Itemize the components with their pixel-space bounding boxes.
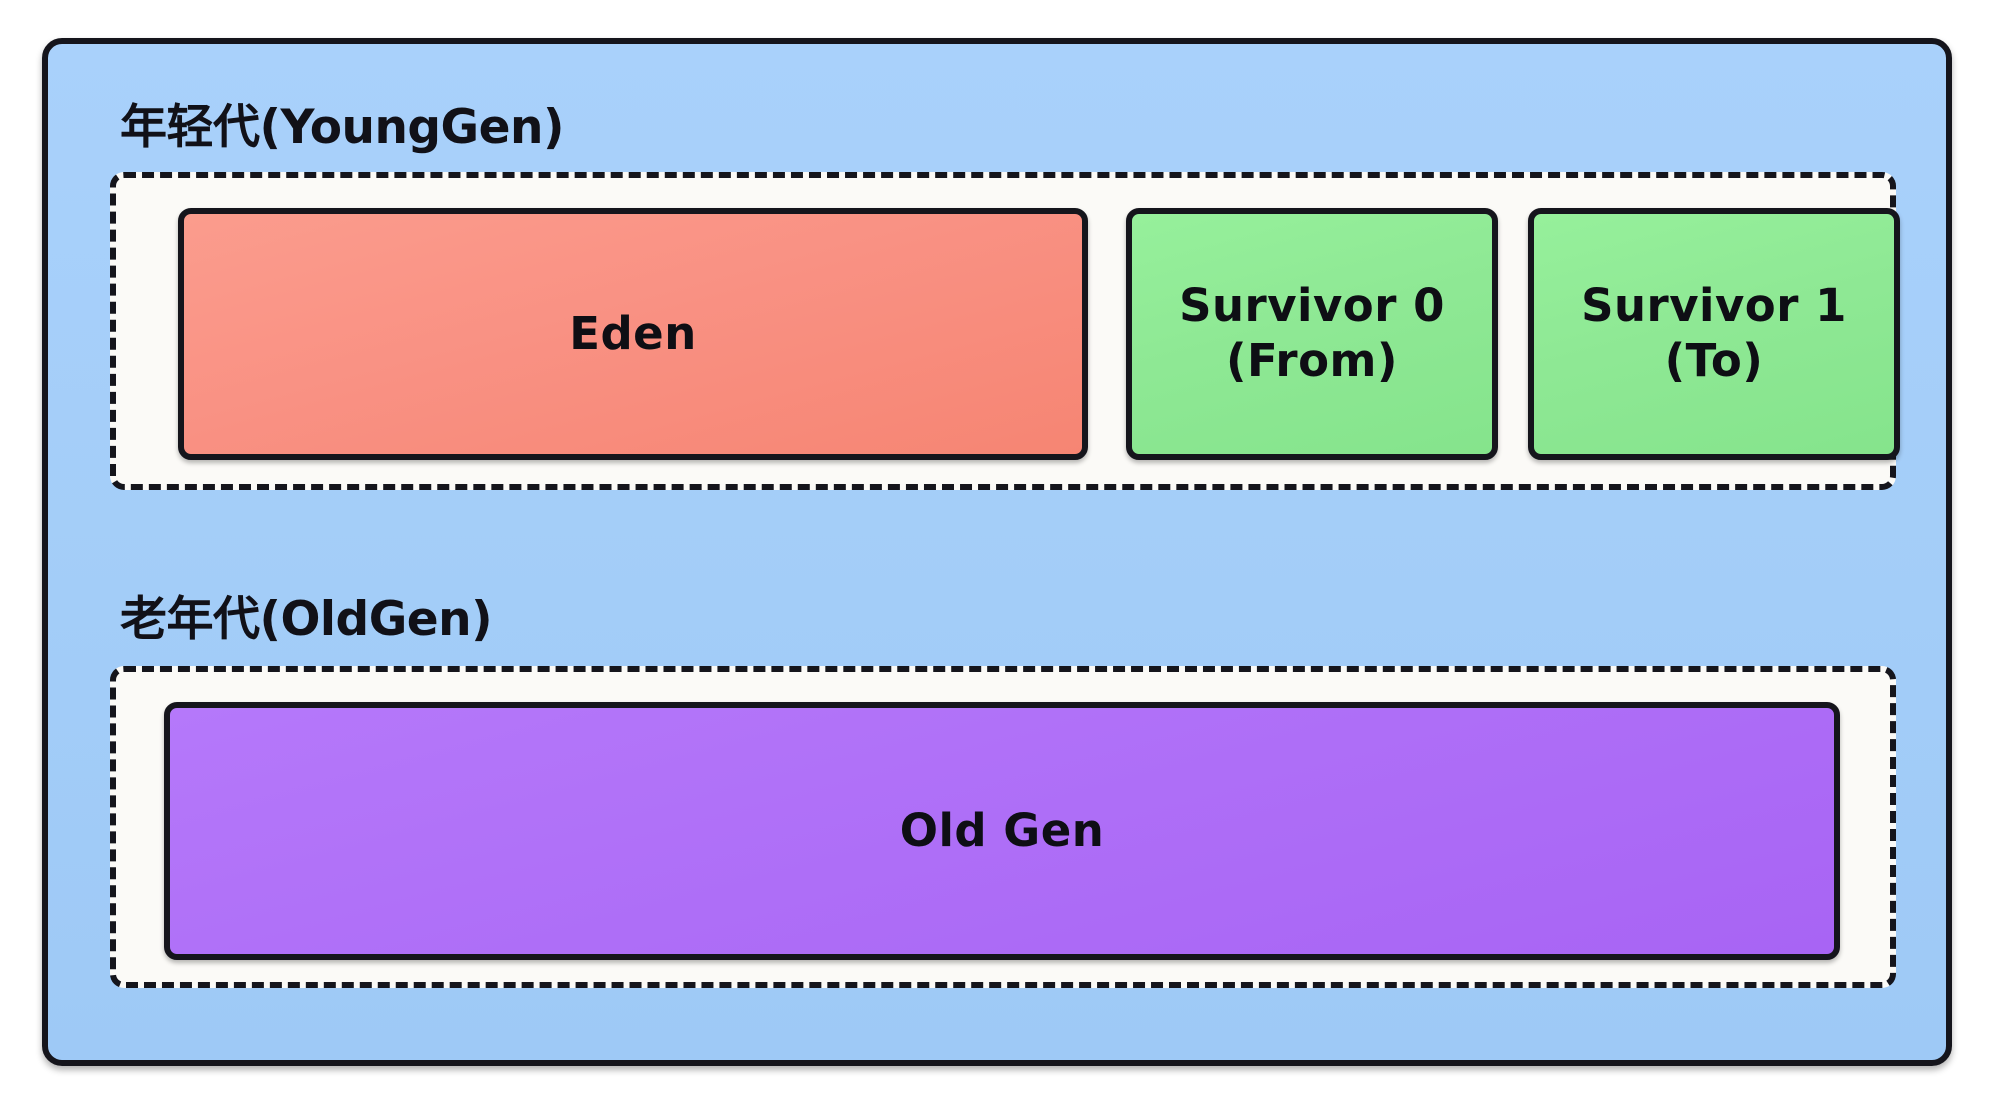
old-gen-label: Old Gen bbox=[899, 803, 1105, 857]
memory-block-eden[interactable]: Eden bbox=[178, 208, 1088, 460]
memory-block-survivor-0[interactable]: Survivor 0 (From) bbox=[1126, 208, 1498, 460]
memory-block-survivor-1[interactable]: Survivor 1 (To) bbox=[1528, 208, 1900, 460]
survivor-0-label: Survivor 0 (From) bbox=[1179, 279, 1445, 387]
survivor-1-label: Survivor 1 (To) bbox=[1581, 279, 1847, 387]
old-generation-region: Old Gen bbox=[110, 666, 1896, 988]
young-generation-region: Eden Survivor 0 (From) Survivor 1 (To) bbox=[110, 172, 1900, 490]
eden-label: Eden bbox=[569, 306, 697, 360]
old-generation-title: 老年代(OldGen) bbox=[120, 592, 493, 647]
memory-block-old-gen[interactable]: Old Gen bbox=[164, 702, 1840, 960]
young-generation-title: 年轻代(YoungGen) bbox=[120, 100, 564, 155]
jvm-heap-container: 年轻代(YoungGen) Eden Survivor 0 (From) Sur… bbox=[42, 38, 1952, 1066]
